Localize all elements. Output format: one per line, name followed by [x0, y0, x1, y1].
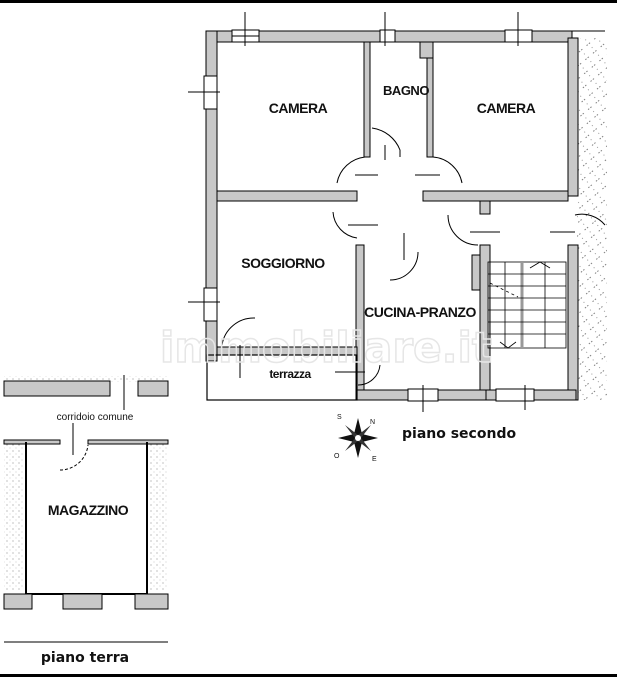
- svg-text:E: E: [372, 456, 377, 463]
- room-label-cucina-pranzo: CUCINA-PRANZO: [364, 304, 476, 320]
- staircase: [487, 261, 567, 349]
- svg-text:S: S: [337, 414, 342, 421]
- room-label-soggiorno: SOGGIORNO: [241, 255, 325, 271]
- corridor-label: corridoio comune: [57, 412, 134, 423]
- svg-text:N: N: [370, 419, 375, 426]
- svg-text:O: O: [334, 453, 340, 460]
- room-label-terrazza: terrazza: [269, 367, 311, 381]
- ground-floor-plan: corridoio comune MAGAZZINO piano terra: [3, 375, 169, 666]
- neighbour-wall-hatch: [577, 38, 607, 400]
- room-label-camera-right: CAMERA: [477, 100, 536, 116]
- watermark-text: immobiliare.it: [160, 323, 492, 372]
- top-border-rule: [0, 0, 617, 3]
- floor-title-second: piano secondo: [402, 426, 516, 442]
- room-label-bagno: BAGNO: [383, 83, 429, 98]
- room-label-magazzino: MAGAZZINO: [48, 502, 129, 518]
- room-label-camera-left: CAMERA: [269, 100, 328, 116]
- floor-title-ground: piano terra: [41, 650, 129, 666]
- compass-rose-icon: N E S O: [334, 414, 378, 463]
- bottom-border-rule: [0, 674, 617, 677]
- second-floor-plan: CAMERA BAGNO CAMERA SOGGIORNO CUCINA-PRA…: [188, 12, 607, 463]
